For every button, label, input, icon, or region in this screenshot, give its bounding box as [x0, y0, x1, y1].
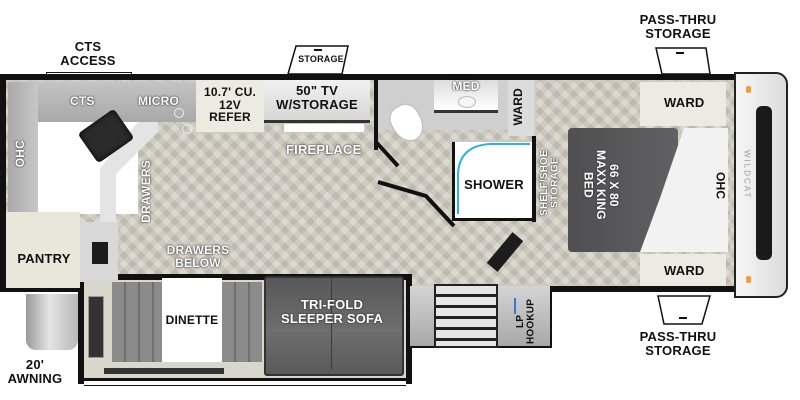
- refrigerator[interactable]: [196, 80, 264, 132]
- counter-angle: [100, 122, 158, 222]
- bath-wall-left: [374, 80, 378, 150]
- dinette-bench-left: [112, 282, 162, 362]
- marker-light-icon: [746, 276, 751, 283]
- pantry[interactable]: [6, 212, 80, 288]
- dinette-window: [88, 296, 104, 358]
- sleeper-sofa[interactable]: [264, 276, 404, 376]
- pass-thru-hatch-top: [655, 47, 711, 75]
- dinette-rug: [104, 368, 224, 374]
- pantry-label: PANTRY: [17, 251, 71, 266]
- refer-label: 10.7' CU. 12V REFER: [203, 85, 256, 125]
- pass-thru-top-label: PASS-THRU STORAGE: [639, 12, 717, 41]
- pass-thru-bottom-label: PASS-THRU STORAGE: [639, 329, 717, 358]
- lp-line: [514, 298, 516, 314]
- dinette-bench-right: [222, 282, 262, 362]
- brand-logo: WILDCAT: [742, 150, 752, 200]
- ohc-left: [8, 82, 38, 212]
- burner-icon: [174, 108, 184, 118]
- ward-bottom-label: WARD: [664, 263, 705, 278]
- sofa-seam: [331, 278, 332, 370]
- fireplace-label: FIREPLACE: [286, 142, 362, 157]
- shower-label: SHOWER: [464, 177, 524, 192]
- wardrobe-top[interactable]: [640, 82, 726, 126]
- tv-cabinet[interactable]: [264, 80, 370, 123]
- fireplace-unit: [284, 124, 364, 132]
- med-label: MED: [452, 79, 480, 93]
- bath-wardrobe[interactable]: [508, 80, 534, 136]
- lp-hookup-label: LP HOOKUP: [515, 298, 537, 344]
- shower[interactable]: [452, 142, 535, 221]
- front-window: [756, 106, 772, 260]
- bed-pillows: [640, 128, 728, 252]
- ward-top-label: WARD: [664, 95, 705, 110]
- awning-label: 20' AWNING: [7, 357, 63, 386]
- tv-label: 50" TV W/STORAGE: [276, 83, 358, 112]
- ward-bath-label: WARD: [511, 88, 525, 126]
- pass-thru-hatch-bottom: [657, 295, 711, 325]
- micro-label: MICRO: [138, 94, 179, 108]
- shower-wall: [532, 136, 536, 222]
- pantry-window: [92, 242, 108, 264]
- dinette-label: DINETTE: [165, 313, 219, 327]
- entry-steps[interactable]: [434, 284, 498, 348]
- storage-top-label: STORAGE: [298, 54, 344, 64]
- cts-access-label: CTS ACCESS: [60, 39, 116, 68]
- ohc-left-label: OHC: [13, 140, 27, 168]
- bath-door[interactable]: [374, 176, 458, 230]
- cts-label: CTS: [70, 94, 95, 108]
- wardrobe-bottom[interactable]: [640, 254, 726, 286]
- marker-light-icon: [746, 86, 751, 93]
- burner-icon: [182, 124, 192, 134]
- shower-curtain-curve: [457, 143, 530, 214]
- bath-wall-angle: [374, 140, 400, 168]
- lavatory-sink-icon: [458, 96, 476, 108]
- bed-label: 66 X 80 MAXX KING BED: [581, 150, 621, 220]
- sofa-label: TRI-FOLD SLEEPER SOFA: [280, 297, 384, 326]
- slide-out-trim: [84, 380, 406, 386]
- dinette-table[interactable]: [162, 278, 222, 362]
- ohc-right-label: OHC: [713, 172, 728, 200]
- awning: [26, 294, 78, 350]
- drawers-below-label: DRAWERS BELOW: [166, 243, 230, 270]
- shelf-shoe-label: SHELF/SHOE STORAGE: [539, 150, 561, 216]
- drawers-label: DRAWERS: [139, 160, 153, 223]
